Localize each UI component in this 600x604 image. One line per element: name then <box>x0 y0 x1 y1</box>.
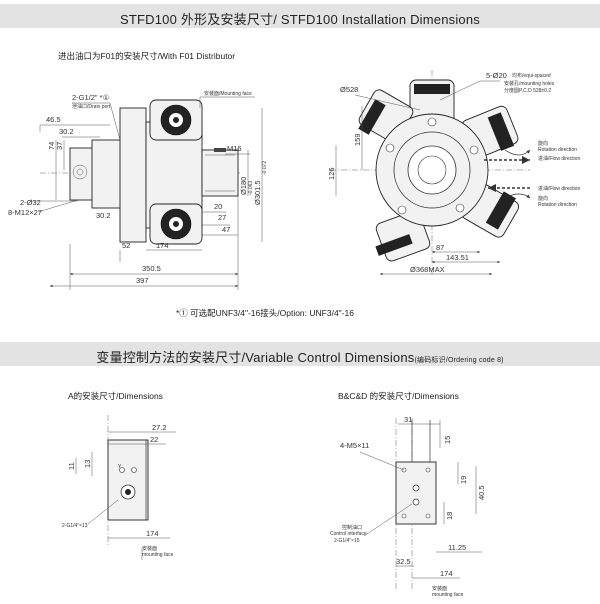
view-a-port: 2-G1/4"×13 <box>62 523 88 529</box>
side-view: 2-G1/2" *① 泄油口/Drain port 安装面/Mounting f… <box>8 90 268 290</box>
dim-159: 159 <box>353 133 362 146</box>
view-bcd-dim-18: 18 <box>445 512 454 520</box>
dim-tol-h8: -0.063 <box>248 181 254 195</box>
upper-piston <box>149 99 203 141</box>
dim-d368max: Ø368MAX <box>410 265 445 274</box>
output-shaft <box>201 149 239 197</box>
rotation2-cn: 旋向 <box>538 195 548 202</box>
view-bcd-ctrl-en: Control interface <box>330 531 367 537</box>
view-a-block <box>107 439 149 521</box>
dim-m16: M16 <box>227 144 242 153</box>
dim-174: 174 <box>156 241 169 250</box>
lower-piston <box>149 203 203 245</box>
view-bcd-dim-15: 15 <box>443 436 452 444</box>
dim-30-2: 30.2 <box>59 127 74 136</box>
section1-subtitle: 进出油口为F01的安装尺寸/With F01 Distributor <box>58 51 236 61</box>
dim-350-5: 350.5 <box>142 264 161 273</box>
view-bcd-mount-en: mounting face <box>432 592 464 598</box>
holes-en2: 安装孔/mounting holes <box>504 80 555 87</box>
view-bcd-block <box>395 461 437 525</box>
port-label: 2-G1/2" *① <box>72 93 110 102</box>
dim-27: 27 <box>218 213 226 222</box>
flow2: 进油/Flow direction <box>538 185 580 192</box>
view-bcd-dim-31: 31 <box>404 415 412 424</box>
view-bcd-ctrl-cn: 控制油口 <box>342 524 362 531</box>
dim-20: 20 <box>214 202 222 211</box>
dim-397: 397 <box>136 276 149 285</box>
rotation2-en: Rotation direction <box>538 202 577 208</box>
view-a: Y 27.2 22 13 11 2-G1/4"×13 174 安装面 mount… <box>62 415 176 560</box>
drain-label: 泄油口/Drain port <box>72 103 111 110</box>
view-a-dim-27-2: 27.2 <box>152 423 167 432</box>
dim-37: 37 <box>55 142 64 150</box>
holes-en: 均布/equi-spaced <box>512 72 551 79</box>
arm-top-cap <box>414 84 450 94</box>
dim-d301-5: Ø301.5 <box>253 180 262 205</box>
dim-46-5: 46.5 <box>46 115 61 124</box>
dim-74: 74 <box>47 142 56 150</box>
view-a-title: A的安装尺寸/Dimensions <box>68 391 163 401</box>
dim-2-d32: 2-Ø32 <box>20 198 41 207</box>
housing-flange <box>119 107 147 243</box>
section1-title: STFD100 外形及安装尺寸/ STFD100 Installation Di… <box>120 12 480 27</box>
section2-title-small: (编码标识/Ordering code 8) <box>414 357 504 364</box>
dim-d528: Ø528 <box>340 85 358 94</box>
view-a-dim-13: 13 <box>83 460 92 468</box>
view-bcd: 31 15 4-M5×11 19 40.5 18 控制油口 Control in… <box>330 415 486 598</box>
section2-title-wrap: 变量控制方法的安装尺寸/Variable Control Dimensions(… <box>0 347 600 366</box>
dim-87: 87 <box>436 243 444 252</box>
view-a-dim-11: 11 <box>67 462 76 470</box>
dim-143-51: 143.51 <box>446 253 469 262</box>
mount-label: 安装面/Mounting face <box>204 90 252 97</box>
holes-pcd: 分度圆P.C.D 528±0.2 <box>504 87 551 94</box>
view-bcd-dim-40-5: 40.5 <box>477 485 486 500</box>
view-a-mount-en: mounting face <box>142 552 174 558</box>
svg-text:Y: Y <box>118 464 122 470</box>
dim-tol-main: -0.072 <box>262 161 268 175</box>
view-bcd-ctrl-port: 2-G1/4"×15 <box>334 538 360 544</box>
section1-note: *① 可选配UNF3/4"-16接头/Option: UNF3/4"-16 <box>176 308 354 318</box>
dim-126: 126 <box>327 167 336 180</box>
dim-8-m12: 8-M12×27 <box>8 208 42 217</box>
dim-47: 47 <box>222 225 230 234</box>
center-bore <box>407 145 457 195</box>
flow1: 进油/Flow direction <box>538 155 580 162</box>
view-bcd-dim-32-5: 32.5 <box>396 557 411 566</box>
section1-band <box>0 4 600 28</box>
section2-band <box>0 342 600 366</box>
view-bcd-dim-19: 19 <box>459 476 468 484</box>
front-view: Ø528 5-Ø20 均布/equi-spaced 安装孔/mounting h… <box>327 70 580 276</box>
shaft-key <box>214 148 226 152</box>
view-bcd-dim-11-25: 11.25 <box>448 543 466 552</box>
holes-label: 5-Ø20 <box>486 71 507 80</box>
view-bcd-dim-174: 174 <box>440 569 453 578</box>
dim-52: 52 <box>122 241 130 250</box>
view-bcd-mount-cn: 安装面 <box>432 585 447 592</box>
rotation1-en: Rotation direction <box>538 147 577 153</box>
view-a-dim-22: 22 <box>150 435 158 444</box>
section2-title: 变量控制方法的安装尺寸/Variable Control Dimensions <box>96 350 415 365</box>
dim-d180: Ø180 <box>239 177 248 195</box>
rotation1-cn: 旋向 <box>538 140 548 147</box>
view-bcd-m5: 4-M5×11 <box>340 441 369 450</box>
view-a-dim-174: 174 <box>146 529 159 538</box>
view-a-mount-cn: 安装面 <box>142 545 157 552</box>
dim-30-2b: 30.2 <box>96 211 111 220</box>
view-bcd-title: B&C&D 的安装尺寸/Dimensions <box>338 391 459 401</box>
